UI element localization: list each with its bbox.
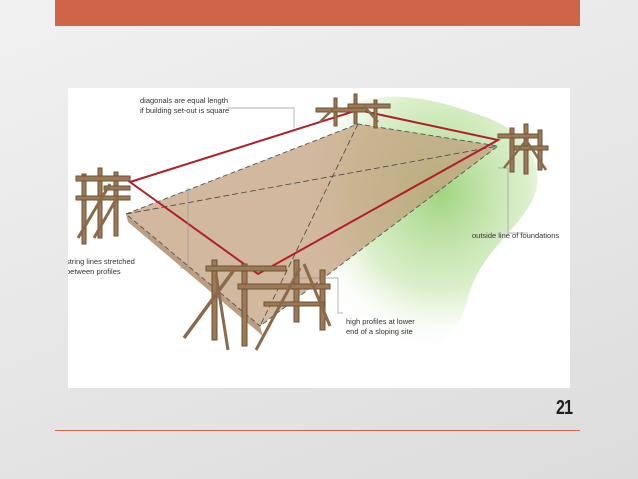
profile-left [75, 167, 131, 245]
top-accent-bar [55, 0, 580, 26]
diagonal-2 [259, 123, 359, 327]
foundation-front-face [126, 214, 263, 336]
label-string-lines-1: string lines stretched [68, 257, 135, 266]
label-high-profiles-1: high profiles at lower [346, 317, 415, 326]
foundation-footprint [126, 124, 498, 326]
label-string-lines-2: between profiles [68, 267, 121, 276]
profile-right [497, 123, 549, 175]
bottom-accent-rule [55, 430, 580, 431]
label-high-profiles-2: end of a sloping site [346, 327, 413, 336]
profile-back [315, 93, 391, 129]
string-lines [127, 108, 501, 276]
diagram-svg: diagonals are equal length if building s… [68, 93, 559, 370]
profile-front-high [182, 259, 332, 351]
setting-out-diagram: diagonals are equal length if building s… [68, 88, 570, 388]
leader-lines [180, 107, 528, 314]
label-diagonals-2: if building set-out is square [140, 106, 229, 115]
label-outside-foundations: outside line of foundations [472, 231, 559, 240]
page-number: 21 [556, 397, 573, 419]
label-diagonals-1: diagonals are equal length [140, 96, 228, 105]
